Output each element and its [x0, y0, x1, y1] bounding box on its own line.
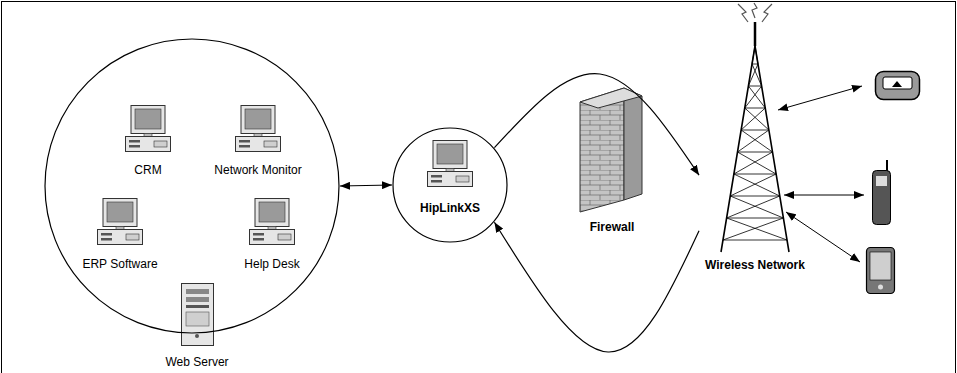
- circle-outline: [45, 39, 339, 333]
- server-case: [182, 284, 214, 346]
- computer-icon: [250, 199, 295, 245]
- tower-leg: [721, 46, 789, 252]
- circle-outline: [393, 128, 507, 242]
- circle-outline: [392, 127, 508, 243]
- node-label: ERP Software: [80, 257, 159, 271]
- node-label: Firewall: [588, 220, 637, 234]
- pager-body: [876, 72, 920, 100]
- node-label: Help Desk: [242, 257, 301, 271]
- system-node: Web Server: [163, 355, 230, 369]
- system-node: Help Desk: [242, 257, 301, 271]
- node-label: Web Server: [163, 355, 230, 369]
- firewall-node: Firewall: [588, 220, 637, 234]
- server-panel: [186, 312, 209, 326]
- server-button: [195, 334, 199, 338]
- antenna-mast: [754, 22, 757, 46]
- phone-body: [873, 171, 891, 225]
- wall-side: [624, 88, 642, 200]
- pager-icon: [876, 72, 920, 100]
- network-node: Wireless Network: [699, 30, 811, 272]
- server-bay: [186, 305, 209, 308]
- computer-icon: [236, 106, 281, 152]
- node-label: CRM: [132, 163, 163, 177]
- computer-icon: [428, 141, 473, 187]
- signal-bolt: [738, 4, 748, 22]
- pda-body: [867, 248, 895, 294]
- connector-arrow: [494, 222, 699, 352]
- pda-button: [878, 285, 883, 290]
- signal-bolt: [762, 4, 772, 22]
- pager-mark: [892, 81, 902, 87]
- connector-arrow: [494, 74, 699, 176]
- radio-tower: [721, 3, 789, 252]
- system-node: Network Monitor: [212, 163, 303, 177]
- pda-screen: [870, 252, 891, 280]
- node-label: Wireless Network: [703, 258, 807, 272]
- phone-icon: [873, 160, 891, 225]
- firewall-wall: [580, 88, 642, 212]
- server-bay: [186, 289, 209, 294]
- node-label: Network Monitor: [212, 163, 303, 177]
- server-icon: [182, 284, 214, 346]
- system-node: ERP Software: [80, 257, 159, 271]
- gateway-node: HipLinkXS: [392, 127, 508, 243]
- circle-outline: [44, 38, 340, 334]
- computer-icon: [98, 199, 143, 245]
- phone-screen: [876, 176, 887, 186]
- pager-screen: [883, 77, 912, 89]
- system-group: CRMNetwork MonitorERP SoftwareHelp DeskW…: [44, 38, 340, 334]
- computer-icon: [126, 106, 171, 152]
- node-label: HipLinkXS: [418, 201, 482, 215]
- radio-link: [786, 212, 860, 262]
- tower-lattice: [723, 46, 787, 240]
- connector-arrow: [340, 185, 392, 186]
- server-bay: [186, 297, 209, 302]
- system-node: CRM: [132, 163, 163, 177]
- signal-bolt: [752, 3, 757, 18]
- radio-link: [784, 195, 864, 196]
- radio-link: [778, 86, 862, 110]
- pda-icon: [867, 248, 895, 294]
